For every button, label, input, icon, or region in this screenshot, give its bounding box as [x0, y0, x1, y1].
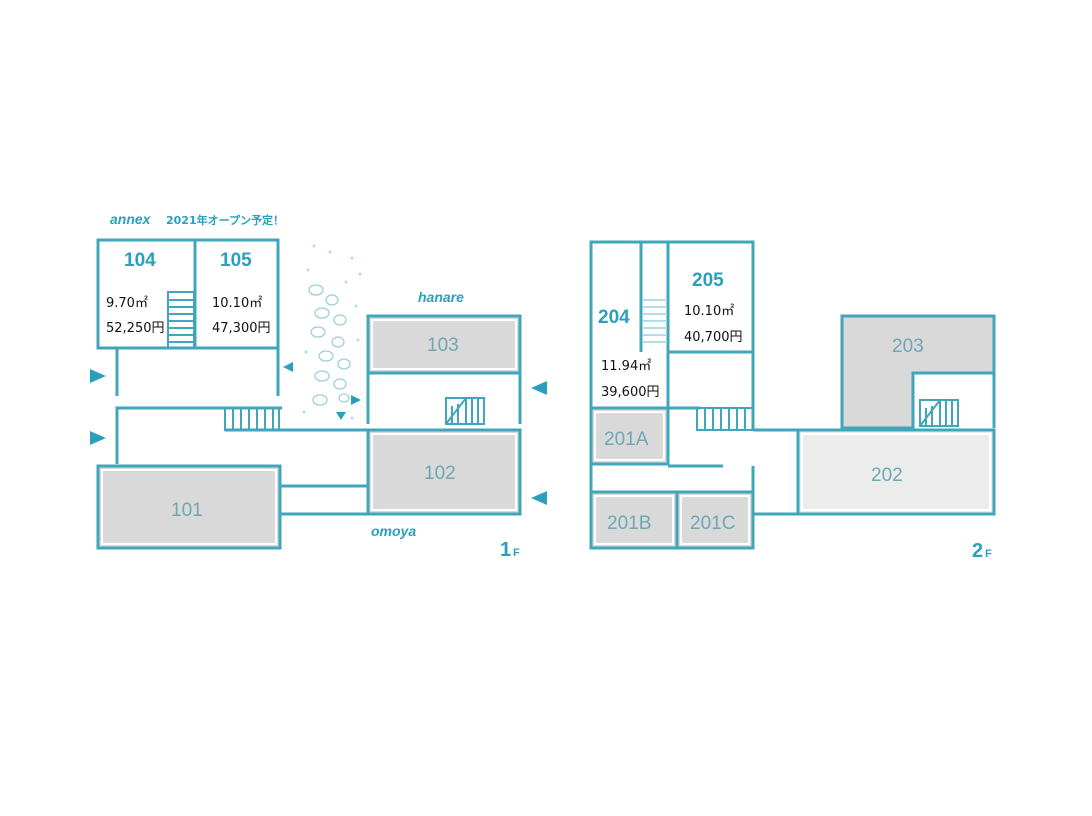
stepping-stones-icon [302, 244, 362, 420]
entrance-arrow-icon [531, 381, 547, 395]
stairs-icon [167, 291, 195, 349]
stairs-icon [224, 407, 280, 431]
floor-2: 204 11.94㎡ 39,600円 205 10.10㎡ 40,700円 [589, 240, 996, 562]
omoya-label: omoya [371, 523, 416, 539]
stairs-icon [445, 397, 485, 425]
room-105-price: 47,300円 [212, 321, 271, 336]
room-203-number: 203 [892, 336, 924, 357]
room-105-area: 10.10㎡ [212, 296, 262, 311]
room-201C[interactable] [675, 490, 755, 550]
room-102-number: 102 [424, 463, 456, 484]
floor-2-suffix: F [985, 548, 992, 560]
room-104-number: 104 [124, 250, 156, 271]
room-105-number: 105 [220, 250, 252, 271]
stairs-icon [919, 399, 959, 427]
entrance-arrow-icon [531, 491, 547, 505]
floor-1-suffix: F [513, 547, 520, 559]
annex-opening-note: 2021年オープン予定！ [166, 213, 284, 227]
annex-label: annex [110, 211, 152, 227]
room-101[interactable] [96, 464, 282, 550]
room-104-price: 52,250円 [106, 321, 165, 336]
room-201B-number: 201B [607, 513, 651, 534]
room-205[interactable]: 205 10.10㎡ 40,700円 [684, 270, 743, 345]
entrance-arrow-icon [336, 412, 346, 420]
room-204-number: 204 [598, 307, 630, 328]
floor-1: annex 2021年オープン予定！ 104 9.70㎡ 52,250円 105… [90, 211, 547, 561]
room-101-number: 101 [171, 500, 203, 521]
room-204-area: 11.94㎡ [601, 359, 651, 374]
entrance-arrow-icon [351, 395, 361, 405]
hanare-label: hanare [418, 289, 464, 305]
stairs-icon [643, 299, 667, 343]
room-105[interactable]: 105 10.10㎡ 47,300円 [212, 250, 271, 336]
corridor-wall [115, 406, 225, 464]
floor-2-outline [589, 240, 755, 548]
room-205-price: 40,700円 [684, 330, 743, 345]
room-204-price: 39,600円 [601, 385, 660, 400]
entrance-arrow-icon [283, 362, 293, 372]
room-205-number: 205 [692, 270, 724, 291]
floor-2-number: 2 [972, 540, 983, 562]
room-102[interactable] [366, 428, 522, 516]
room-201C-number: 201C [690, 513, 735, 534]
room-203-wall [913, 371, 996, 428]
room-103[interactable] [366, 314, 522, 375]
room-104-area: 9.70㎡ [106, 296, 148, 311]
stairs-icon [696, 407, 754, 431]
floor-1-number: 1 [500, 539, 511, 561]
entrance-arrow-icon [90, 369, 106, 383]
room-104[interactable]: 104 9.70㎡ 52,250円 [106, 250, 165, 336]
room-205-area: 10.10㎡ [684, 304, 734, 319]
entrance-arrow-icon [90, 431, 106, 445]
room-204[interactable]: 204 11.94㎡ 39,600円 [598, 307, 660, 400]
room-103-number: 103 [427, 335, 459, 356]
room-201A-number: 201A [604, 429, 649, 450]
room-201B[interactable] [589, 490, 679, 550]
room-202[interactable] [796, 428, 996, 516]
room-202-number: 202 [871, 465, 903, 486]
room-201A[interactable] [589, 406, 670, 466]
